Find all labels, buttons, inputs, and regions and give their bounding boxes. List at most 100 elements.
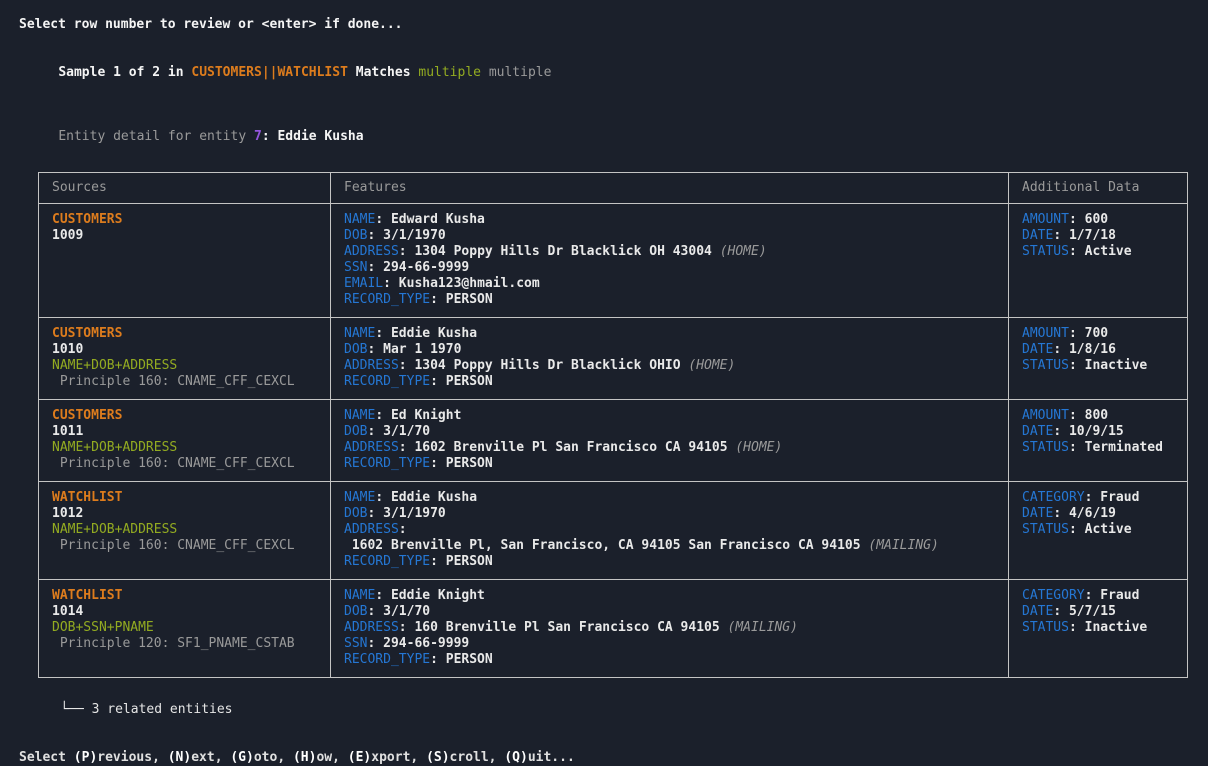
entity-detail-prefix: Entity detail for entity (58, 129, 254, 144)
entity-id: 7 (253, 129, 262, 144)
field-value: 1/8/16 (1068, 342, 1116, 357)
field-separator: : (1084, 490, 1101, 505)
field-label: STATUS (1022, 244, 1069, 259)
field-note: (MAILING) (868, 538, 939, 553)
field-label: RECORD_TYPE (344, 292, 431, 307)
field-separator: : (398, 358, 415, 373)
record-id: 1009 (52, 228, 84, 243)
field-line: DATE: 10/9/15 (1022, 424, 1174, 440)
entity-name: : Eddie Kusha (261, 129, 364, 144)
field-value: 4/6/19 (1068, 506, 1116, 521)
field-value: Inactive (1084, 358, 1148, 373)
table-row[interactable]: CUSTOMERS 1010 NAME+DOB+ADDRESS Principl… (39, 318, 1187, 400)
field-separator: : (375, 326, 391, 341)
field-line: 1602 Brenville Pl, San Francisco, CA 941… (344, 538, 995, 554)
field-label: STATUS (1022, 440, 1069, 455)
field-separator: : (398, 522, 415, 537)
command-text: revious, (97, 750, 168, 765)
col-header-additional-data: Additional Data (1022, 180, 1140, 195)
field-value: 10/9/15 (1068, 424, 1124, 439)
sample-count-label: Sample 1 of 2 in (58, 65, 192, 80)
table-row[interactable]: WATCHLIST 1014 DOB+SSN+PNAME Principle 1… (39, 580, 1187, 677)
field-separator: : (430, 374, 446, 389)
sources-cell: CUSTOMERS 1010 NAME+DOB+ADDRESS Principl… (39, 318, 331, 399)
multiple-primary-label: multiple (418, 65, 481, 80)
field-value: PERSON (445, 554, 493, 569)
sample-line: Sample 1 of 2 in CUSTOMERS||WATCHLIST Ma… (27, 49, 1208, 97)
field-value: 5/7/15 (1068, 604, 1116, 619)
field-line: EMAIL: Kusha123@hmail.com (344, 276, 995, 292)
related-entities-line: └── 3 related entities (29, 686, 1208, 734)
field-line: DATE: 4/6/19 (1022, 506, 1174, 522)
field-line: STATUS: Terminated (1022, 440, 1174, 456)
field-label: CATEGORY (1022, 588, 1085, 603)
field-line: STATUS: Inactive (1022, 620, 1174, 636)
principle: Principle 120: SF1_PNAME_CSTAB (52, 636, 295, 651)
field-line: AMOUNT: 700 (1022, 326, 1174, 342)
field-label: DOB (344, 604, 368, 619)
field-label: CATEGORY (1022, 490, 1085, 505)
field-line: NAME: Ed Knight (344, 408, 995, 424)
field-value: 800 (1084, 408, 1109, 423)
field-separator: : (367, 260, 384, 275)
field-line: SSN: 294-66-9999 (344, 636, 995, 652)
table-row[interactable]: CUSTOMERS 1011 NAME+DOB+ADDRESS Principl… (39, 400, 1187, 482)
field-separator: : (367, 506, 384, 521)
command-text: ext, (191, 750, 231, 765)
field-value: 1602 Brenville Pl San Francisco CA 94105 (414, 440, 728, 455)
field-line: RECORD_TYPE: PERSON (344, 554, 995, 570)
field-label: SSN (344, 260, 368, 275)
source-name: WATCHLIST (52, 588, 123, 603)
field-line: CATEGORY: Fraud (1022, 490, 1174, 506)
field-separator: : (1053, 424, 1069, 439)
field-line: AMOUNT: 600 (1022, 212, 1174, 228)
field-separator: : (430, 292, 446, 307)
field-value: Mar 1 1970 (383, 342, 462, 357)
field-separator: : (1053, 342, 1069, 357)
field-line: ADDRESS: 160 Brenville Pl San Francisco … (344, 620, 995, 636)
command-text: oto, (253, 750, 293, 765)
table-header-row: Sources Features Additional Data (39, 173, 1187, 204)
field-line: STATUS: Inactive (1022, 358, 1174, 374)
field-line: NAME: Edward Kusha (344, 212, 995, 228)
command-text: xport, (371, 750, 427, 765)
source-name: CUSTOMERS (52, 326, 123, 341)
field-label: ADDRESS (344, 620, 399, 635)
field-value: Eddie Kusha (390, 326, 478, 341)
command-text: uit... (527, 750, 575, 765)
source-pair-label: CUSTOMERS||WATCHLIST (191, 65, 348, 80)
field-separator: : (398, 440, 415, 455)
field-line: DOB: 3/1/70 (344, 604, 995, 620)
source-name: WATCHLIST (52, 490, 123, 505)
record-id: 1011 (52, 424, 84, 439)
field-value: Kusha123@hmail.com (398, 276, 540, 291)
field-line: NAME: Eddie Knight (344, 588, 995, 604)
field-separator: : (1068, 326, 1085, 341)
field-value: Active (1084, 244, 1132, 259)
record-id: 1010 (52, 342, 84, 357)
terminal-screen[interactable]: Select row number to review or <enter> i… (0, 17, 1208, 766)
field-note: (MAILING) (727, 620, 798, 635)
field-line: DOB: 3/1/1970 (344, 228, 995, 244)
field-value: 3/1/70 (383, 604, 431, 619)
command-text: croll, (449, 750, 505, 765)
field-label: DATE (1022, 604, 1054, 619)
related-entities-text: 3 related entities (83, 702, 233, 717)
field-separator: : (367, 228, 384, 243)
field-note: (HOME) (688, 358, 736, 373)
field-value: 3/1/1970 (383, 506, 446, 521)
field-separator: : (383, 276, 399, 291)
field-label: DOB (344, 506, 368, 521)
command-text: Select (19, 750, 74, 765)
table-row[interactable]: WATCHLIST 1012 NAME+DOB+ADDRESS Principl… (39, 482, 1187, 580)
field-value: 1602 Brenville Pl, San Francisco, CA 941… (344, 538, 861, 553)
field-separator: : (398, 620, 415, 635)
field-value: PERSON (445, 374, 493, 389)
sources-cell: CUSTOMERS 1011 NAME+DOB+ADDRESS Principl… (39, 400, 331, 481)
field-label: RECORD_TYPE (344, 652, 431, 667)
command-key: (P) (73, 750, 98, 765)
